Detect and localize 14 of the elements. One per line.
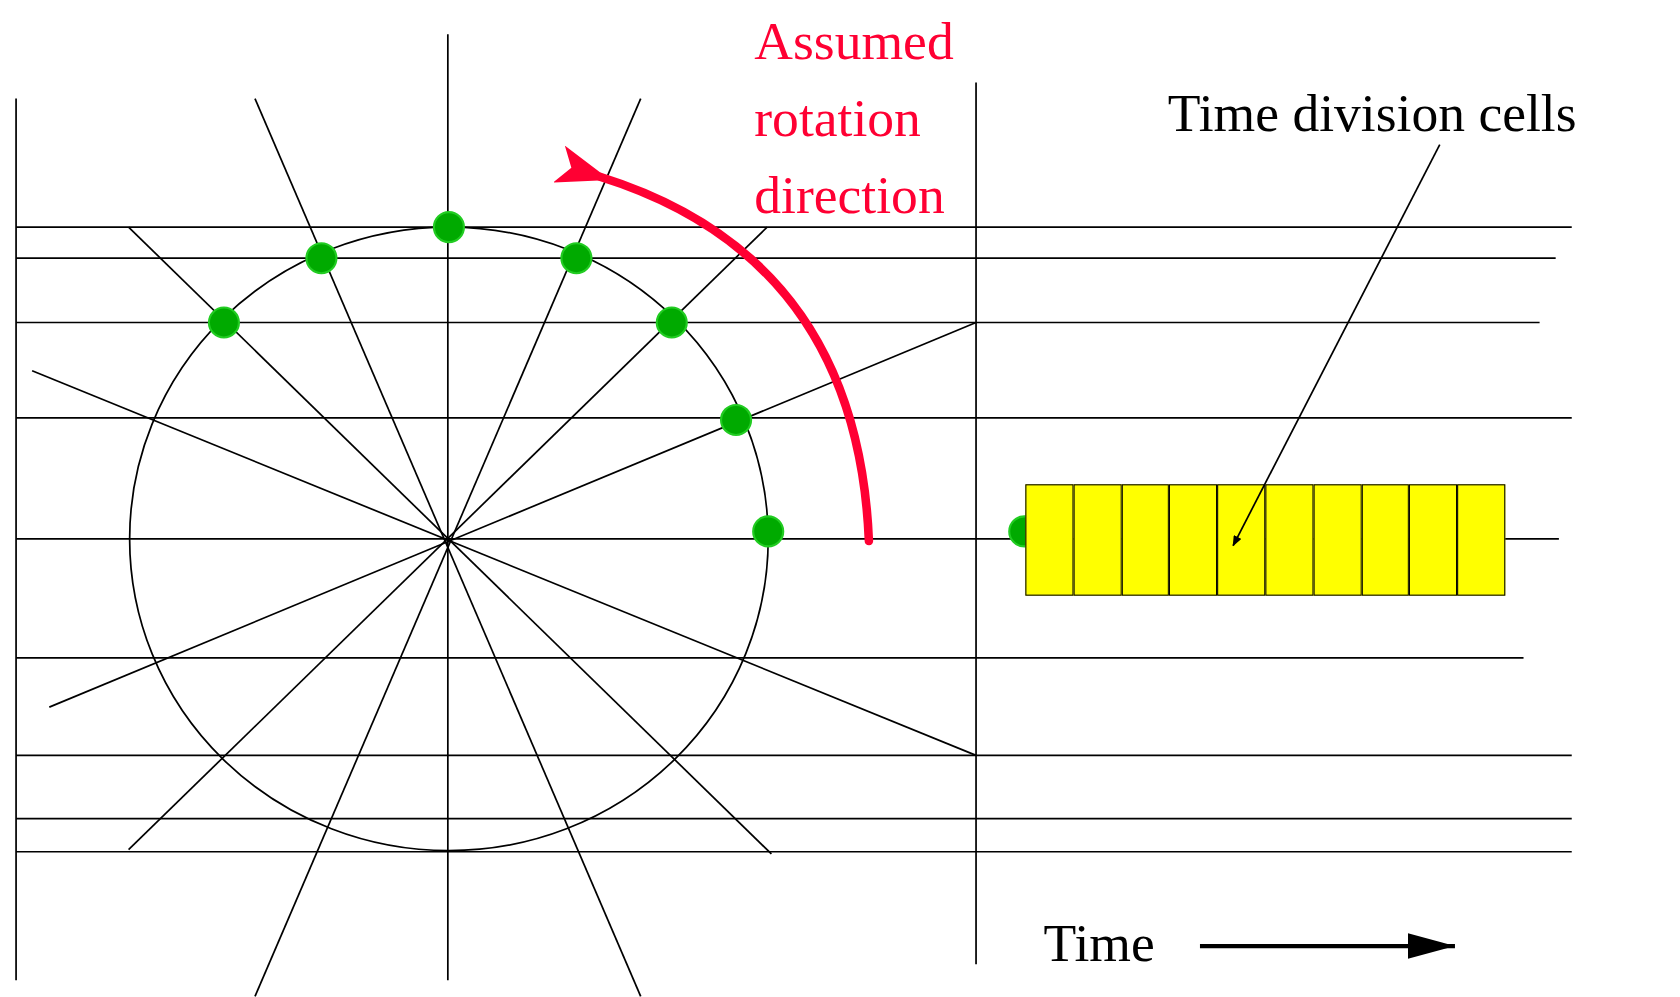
time-cell [1169, 484, 1218, 596]
callout-text: Time division cells [1167, 80, 1672, 145]
time-cell [1313, 484, 1362, 596]
time-cell [1409, 484, 1458, 596]
leader-line [1232, 143, 1441, 547]
time-cell [1457, 484, 1506, 596]
time-cell [1265, 484, 1314, 596]
time-cell [1073, 484, 1122, 596]
time-cell [1217, 484, 1266, 596]
time-cell [1121, 484, 1170, 596]
time-cell [1361, 484, 1410, 596]
axis-label: Time [1043, 916, 1155, 970]
direction-label: Assumed rotation direction [754, 9, 955, 227]
time-cell [1025, 484, 1074, 596]
